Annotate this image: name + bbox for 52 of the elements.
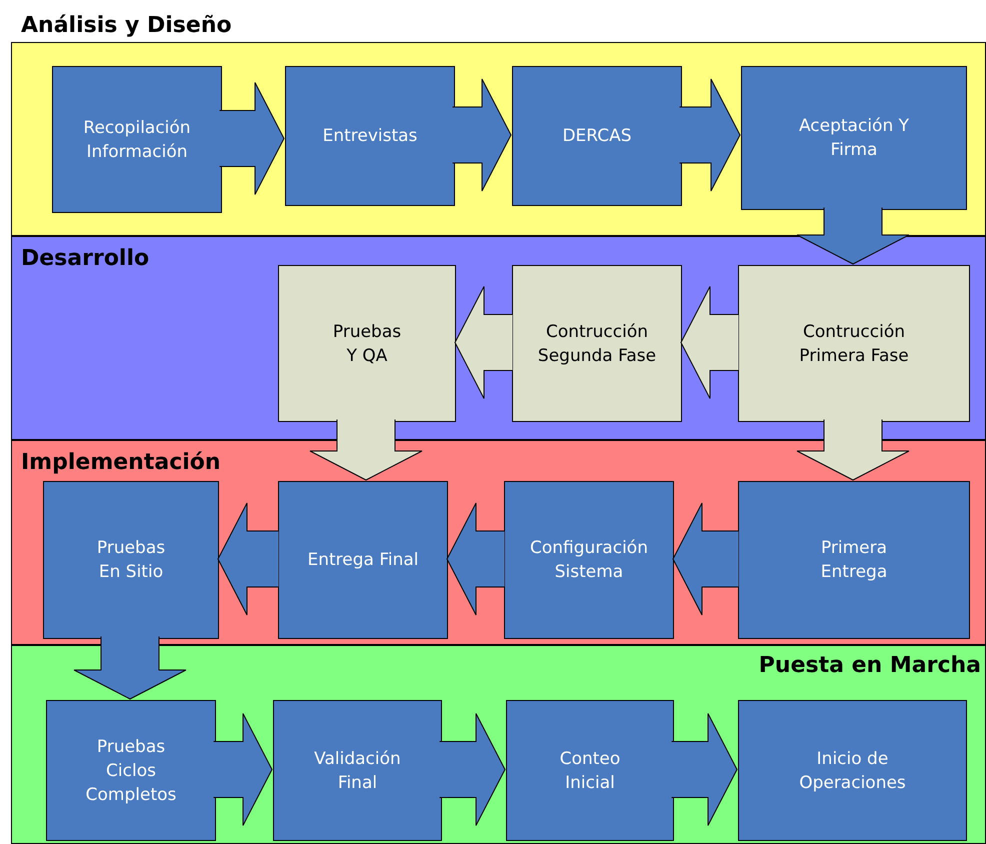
process-box (741, 66, 967, 210)
process-box (504, 481, 674, 639)
process-box (273, 700, 442, 841)
step-label: Pruebas Y QA (332, 320, 402, 368)
step-label: Contrucción Segunda Fase (536, 320, 658, 368)
block-arrow (680, 286, 739, 399)
block-arrow (672, 502, 739, 616)
step-label: Aceptación Y Firma (798, 115, 910, 162)
block-arrow (219, 82, 285, 195)
process-box (738, 700, 967, 841)
step-label: Validación Final (313, 748, 402, 794)
phase-heading: Análisis y Diseño (21, 12, 232, 40)
phase-band (11, 440, 986, 645)
block-arrow (796, 207, 910, 265)
process-box (512, 66, 682, 206)
block-arrow (454, 286, 513, 399)
phase-heading: Puesta en Marcha (758, 652, 981, 680)
phase-heading: Desarrollo (21, 245, 150, 272)
block-arrow (679, 78, 741, 192)
step-label: DERCAS (562, 125, 632, 148)
phase-band (11, 645, 986, 844)
block-arrow (74, 636, 186, 700)
block-arrow (310, 419, 422, 481)
step-label: Configuración Sistema (529, 537, 649, 584)
step-label: Conteo Inicial (558, 748, 622, 794)
step-label: Recopilación Información (82, 116, 192, 164)
process-box (278, 265, 456, 422)
step-label: Entrevistas (322, 125, 418, 148)
process-box (285, 66, 455, 206)
block-arrow (217, 502, 279, 616)
step-label: Contrucción Primera Fase (798, 320, 910, 368)
block-arrow (452, 78, 512, 192)
process-box (738, 481, 970, 639)
process-box (506, 700, 674, 841)
process-box (43, 481, 219, 639)
step-label: Inicio de Operaciones (798, 748, 907, 794)
step-label: Primera Entrega (820, 537, 888, 584)
process-box (46, 700, 216, 841)
process-box (512, 265, 682, 422)
process-box (52, 66, 222, 213)
step-label: Pruebas En Sitio (96, 537, 166, 584)
phase-heading: Implementación (21, 449, 221, 476)
process-box (278, 481, 448, 639)
block-arrow (446, 502, 505, 616)
process-box (738, 265, 970, 422)
block-arrow (671, 713, 738, 826)
phase-band (11, 236, 986, 440)
block-arrow (213, 713, 273, 826)
step-label: Entrega Final (307, 549, 419, 572)
step-label: Pruebas Ciclos Completos (86, 736, 176, 806)
block-arrow (439, 713, 506, 826)
block-arrow (796, 419, 910, 481)
